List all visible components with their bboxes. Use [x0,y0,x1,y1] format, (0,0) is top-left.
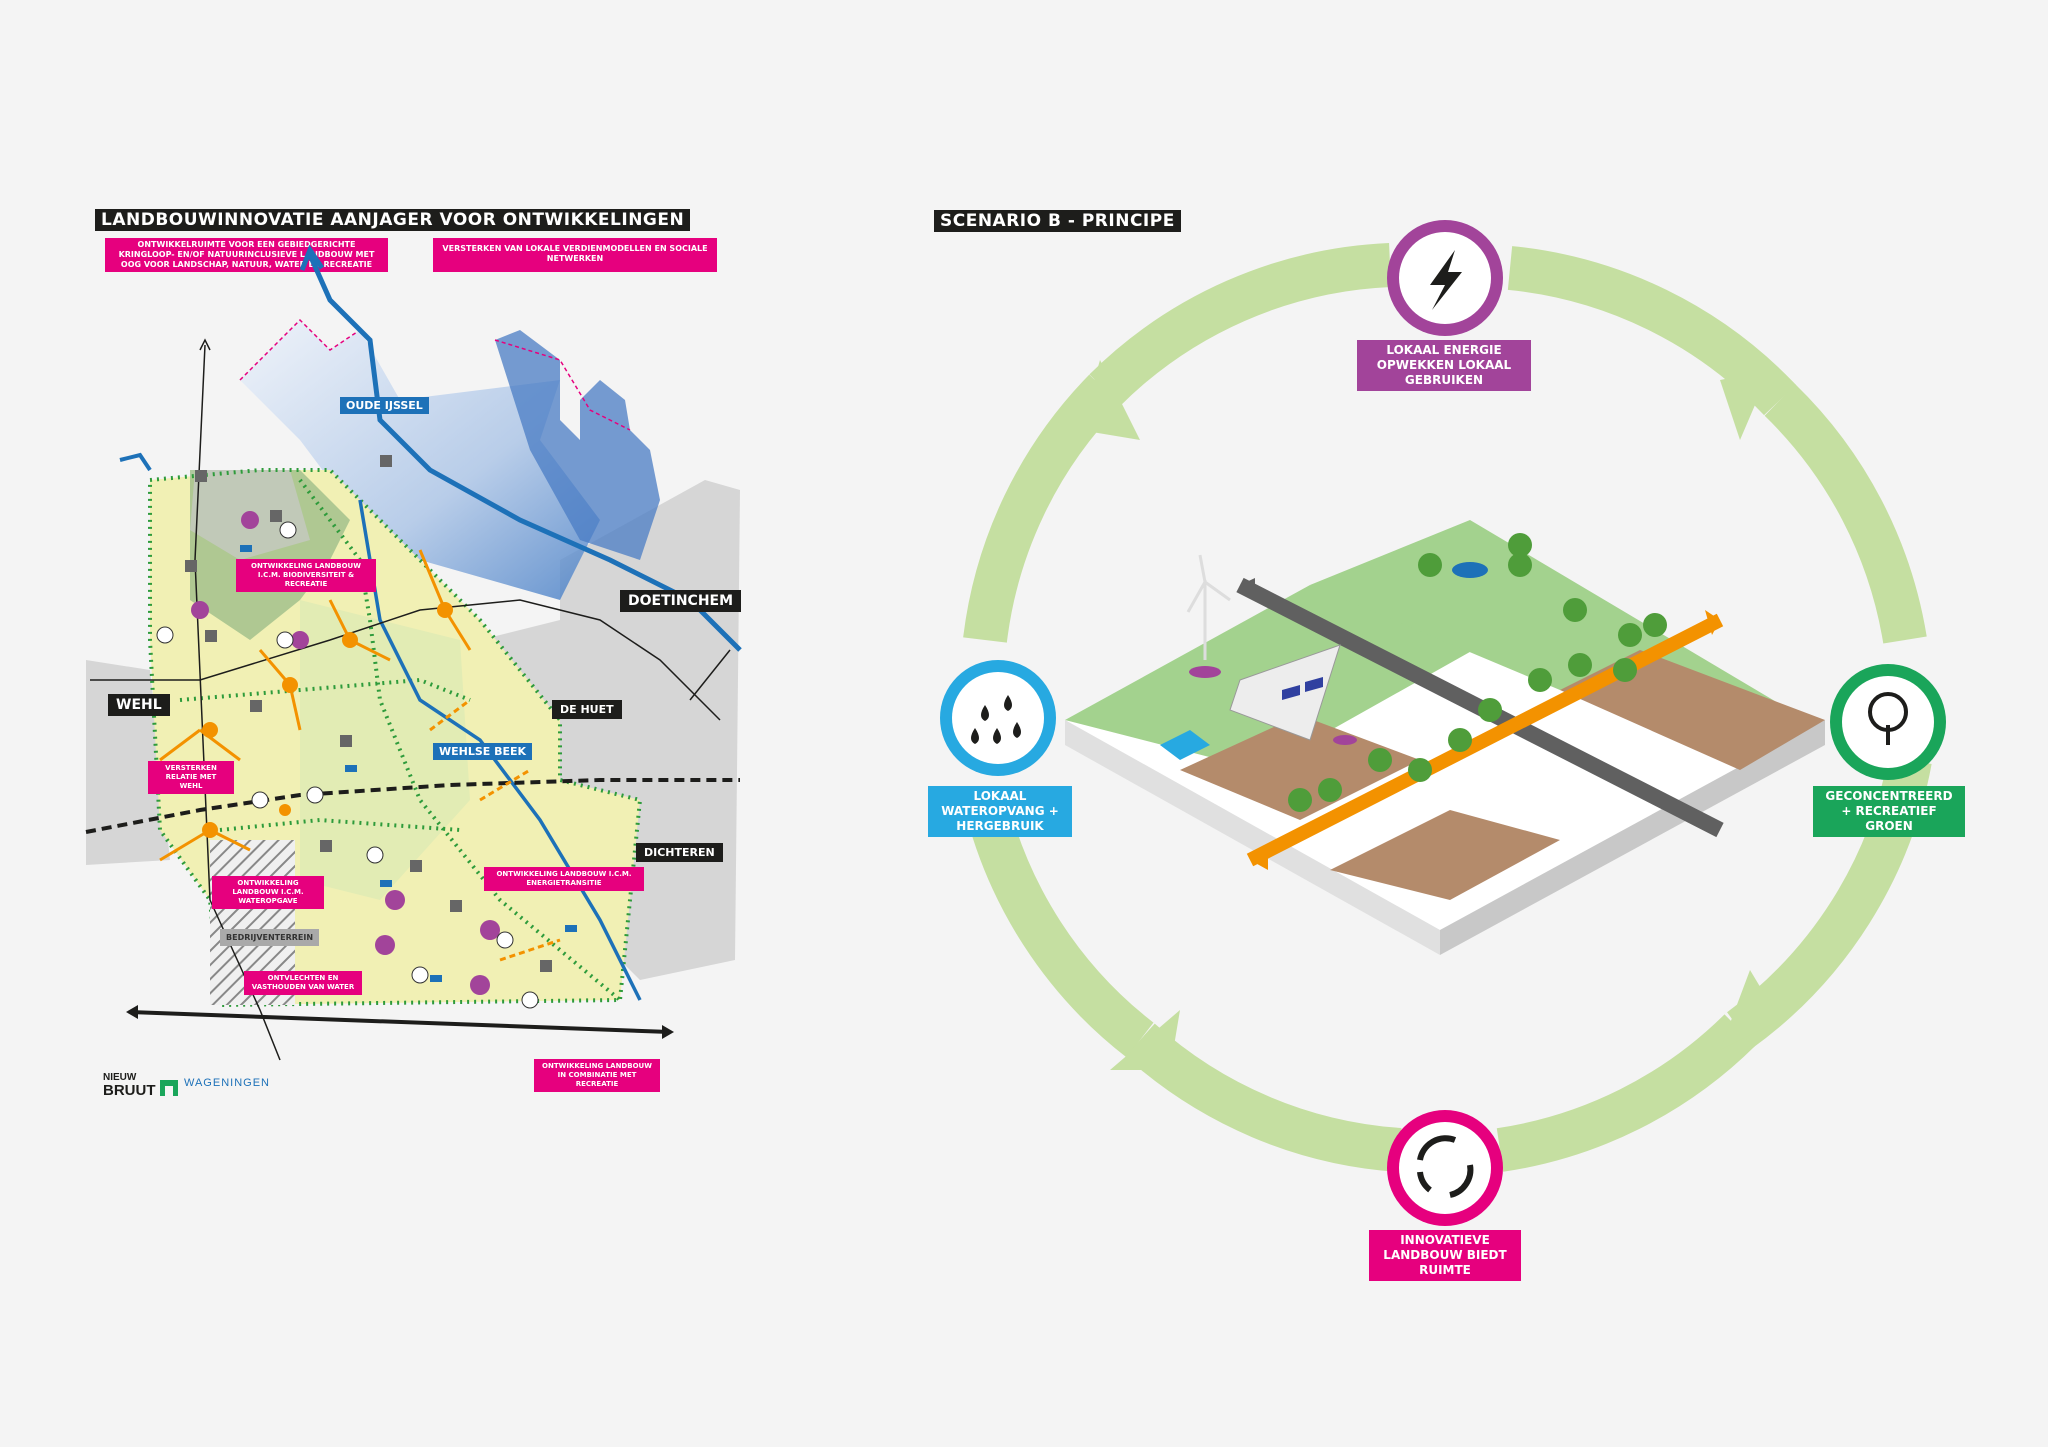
node-water [940,660,1056,776]
ring-segment-right-top [1764,384,1927,644]
label-water: LOKAAL WATEROPVANG + HERGEBRUIK [928,786,1072,837]
node-energie [1387,220,1503,336]
label-doetinchem: DOETINCHEM [620,590,742,612]
label-bedrijventerrein: BEDRIJVENTERREIN [220,929,320,946]
ring-segment-bottom-right [1496,1014,1756,1172]
label-wehl: WEHL [108,694,170,716]
river-oude-ijssel [307,253,742,652]
label-energie: LOKAAL ENERGIE OPWEKKEN LOKAAL GEBRUIKEN [1357,340,1531,391]
farm-icons [156,455,577,1009]
callout-water: ONTVLECHTEN EN VASTHOUDEN VAN WATER [244,971,362,995]
logo-bruut: BRUUT [103,1082,156,1099]
node-groen [1830,664,1946,780]
left-panel-title: LANDBOUWINNOVATIE AANJAGER VOOR ONTWIKKE… [95,209,691,231]
stream-wehlse-beek [358,499,642,1001]
logo-nieuw: NIEUW [103,1072,137,1083]
callout-wateropgave: ONTWIKKELING LANDBOUW I.C.M. WATEROPGAVE [212,876,324,909]
label-landbouw: INNOVATIEVE LANDBOUW BIEDT RUIMTE [1369,1230,1521,1281]
right-panel-title: SCENARIO B - PRINCIPE [934,210,1181,232]
node-landbouw [1387,1110,1503,1226]
road-main [129,1010,671,1034]
label-de-huet: DE HUET [552,700,622,719]
label-dichteren: DICHTEREN [636,843,723,862]
tree-icon [1868,692,1908,745]
isometric-landscape [1065,520,1825,955]
label-oude-ijssel: OUDE IJSSEL [340,397,429,414]
floodplain-east [495,330,660,560]
label-wehlse-beek: WEHLSE BEEK [433,743,533,760]
ring-segment-bottom-left [1125,1023,1402,1172]
ring-segment-top-right [1507,246,1796,416]
recycle-icon [1417,1135,1474,1198]
callout-energietransitie: ONTWIKKELING LANDBOUW I.C.M. ENERGIETRAN… [484,867,644,891]
callout-recreatie: ONTWIKKELING LANDBOUW IN COMBINATIE MET … [534,1059,660,1092]
label-groen: GECONCENTREERD + RECREATIEF GROEN [1813,786,1965,837]
logo-nieuw-bruut: NIEUW BRUUT [103,1072,156,1098]
railway [85,778,740,834]
ring-segment-left-top [963,374,1121,643]
callout-relatie-wehl: VERSTERKEN RELATIE MET WEHL [148,761,234,794]
lightning-icon [1430,250,1462,310]
logo-wageningen: WAGENINGEN [184,1077,270,1089]
callout-biodiversiteit: ONTWIKKELING LANDBOUW I.C.M. BIODIVERSIT… [236,559,376,592]
ring-segment-top-left [1089,243,1392,406]
note-verdienmodellen: VERSTERKEN VAN LOKALE VERDIENMODELLEN EN… [433,238,717,272]
note-kringloop: ONTWIKKELRUIMTE VOOR EEN GEBIEDGERICHTE … [105,238,388,272]
water-drops-icon [971,695,1021,744]
